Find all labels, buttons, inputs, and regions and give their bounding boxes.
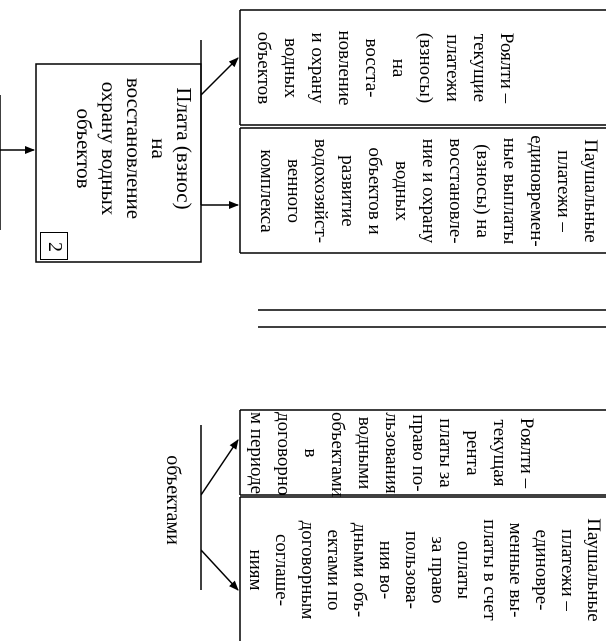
main-box-line: охрану водных [97, 81, 121, 216]
top-right-line: водных [280, 38, 301, 98]
bottom-right-line: водными [354, 416, 375, 490]
top-left-line: восстановле- [445, 138, 466, 244]
top-right-line: новление [334, 30, 355, 106]
top-left-line: венного [283, 159, 304, 223]
top-branch-arrow-upper [200, 57, 239, 96]
top-left-line: водных [391, 161, 412, 221]
bottom-left-line: Паушальные [583, 518, 604, 622]
top-left-line: ние и охрану [418, 138, 439, 244]
top-right-line: объектов [253, 31, 274, 105]
bottom-left-line: дными объ- [349, 522, 370, 618]
top-left-line: (взносы) на [472, 144, 493, 238]
top-left-line: платежи – [553, 150, 574, 232]
bottom-left-line: оплаты [453, 540, 474, 600]
bottom-left-line: платы в счет [479, 519, 500, 621]
bottom-left-line: ния во- [375, 540, 396, 600]
top-right-line: Роялти – [496, 32, 517, 104]
top-right-line: платежи [442, 34, 463, 102]
main-box-line: объектов [72, 108, 96, 189]
main-box-number-rot: 2 [41, 233, 69, 261]
top-right-line: на [388, 58, 409, 78]
bottom-left-line: договорным [297, 520, 318, 620]
bottom-branch-arrow-upper [200, 439, 239, 496]
top-left-line: развитие [337, 155, 358, 227]
bottom-branch-header: объектами [156, 410, 186, 590]
bottom-left-line: пользова- [401, 531, 422, 609]
main-box-text: Плата (взнос) на восстановление охрану в… [46, 66, 196, 231]
bottom-right-line: объектами [327, 412, 348, 498]
bottom-left-line: платежи – [557, 529, 578, 611]
bottom-left-line: за право [427, 536, 448, 604]
bottom-right-line: право по- [408, 414, 429, 492]
main-box-number-frame: 2 [40, 232, 68, 260]
top-left-box-lines: Паушальные платежи – единовремен- ные вы… [253, 130, 604, 252]
bottom-header-line: объектами [162, 455, 184, 545]
bottom-right-line: Роялти – [516, 417, 537, 489]
top-left-line: объектов и [364, 147, 385, 235]
bottom-right-line: м периоде [246, 412, 267, 495]
main-box-lines: Плата (взнос) на восстановление охрану в… [71, 66, 196, 231]
top-right-line: (взносы) [415, 32, 436, 104]
bottom-right-line: текущая [489, 419, 510, 487]
top-right-box-lines: Роялти – текущие платежи (взносы) на вос… [250, 12, 520, 124]
bottom-right-line: льзования [381, 412, 402, 494]
bottom-right-line: платы за [435, 418, 456, 488]
top-right-line: и охрану [307, 32, 328, 104]
main-box-line: на [147, 138, 171, 159]
bottom-right-line: рента [462, 430, 483, 476]
main-box-line: восстановление [122, 77, 146, 220]
bottom-left-line: менные вы- [505, 522, 526, 618]
bottom-left-line: соглаше- [271, 533, 292, 607]
main-box-number: 2 [44, 242, 66, 252]
bottom-left-box-lines: Паушальные платежи – единовре- менные вы… [242, 499, 606, 641]
top-right-line: восста- [361, 38, 382, 98]
bottom-branch-header-lines: объектами [160, 410, 186, 590]
main-box-line: Плата (взнос) [172, 87, 196, 210]
top-left-line: водохозяйст- [310, 138, 331, 244]
bottom-left-line: единовре- [531, 529, 552, 611]
bottom-right-box-lines: Роялти – текущая рента платы за право по… [243, 412, 540, 498]
top-left-line: единовремен- [526, 135, 547, 247]
top-right-line: текущие [469, 33, 490, 103]
top-left-line: ные выплаты [499, 137, 520, 245]
bottom-branch-arrow-lower [200, 549, 239, 591]
bottom-left-line: ектами по [323, 529, 344, 611]
bottom-left-line: ниям [245, 549, 266, 591]
top-left-line: Паушальные [580, 139, 601, 243]
top-left-box-text: Паушальные платежи – единовремен- ные вы… [250, 130, 604, 252]
bottom-left-box-text: Паушальные платежи – единовре- менные вы… [240, 499, 606, 641]
top-right-box-text: Роялти – текущие платежи (взносы) на вос… [248, 12, 520, 124]
top-left-line: комплекса [256, 149, 277, 233]
bottom-right-box-text: Роялти – текущая рента платы за право по… [240, 412, 540, 498]
bottom-right-line: договорно [273, 412, 294, 496]
bottom-right-line: в [300, 448, 321, 458]
